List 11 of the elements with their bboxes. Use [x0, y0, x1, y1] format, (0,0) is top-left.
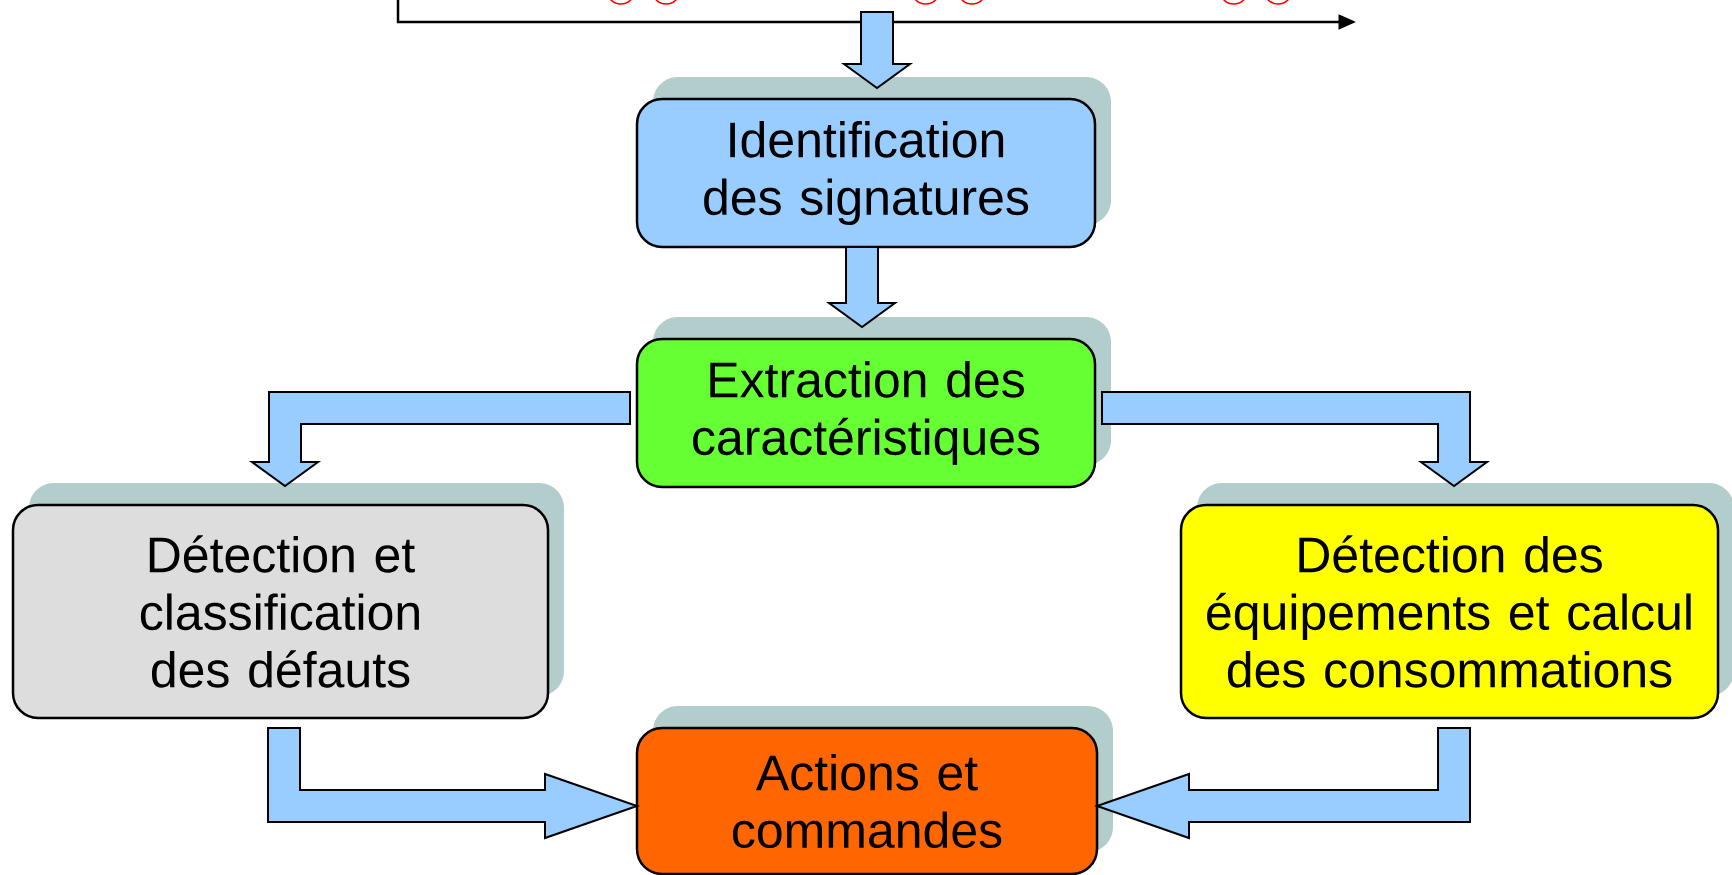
process-box: Actions et commandes	[635, 726, 1099, 875]
block-arrow	[267, 727, 641, 840]
process-box: Détection des équipements et calcul des consommations	[1179, 503, 1720, 720]
process-box: Extraction des caractéristiques	[635, 337, 1097, 489]
block-arrow	[248, 391, 631, 488]
process-box: Détection et classification des défauts	[11, 503, 550, 720]
block-arrow	[1093, 727, 1471, 840]
block-arrow	[840, 11, 914, 90]
block-arrow	[1101, 391, 1491, 488]
block-arrow	[825, 246, 899, 329]
process-box: Identification des signatures	[635, 97, 1097, 249]
